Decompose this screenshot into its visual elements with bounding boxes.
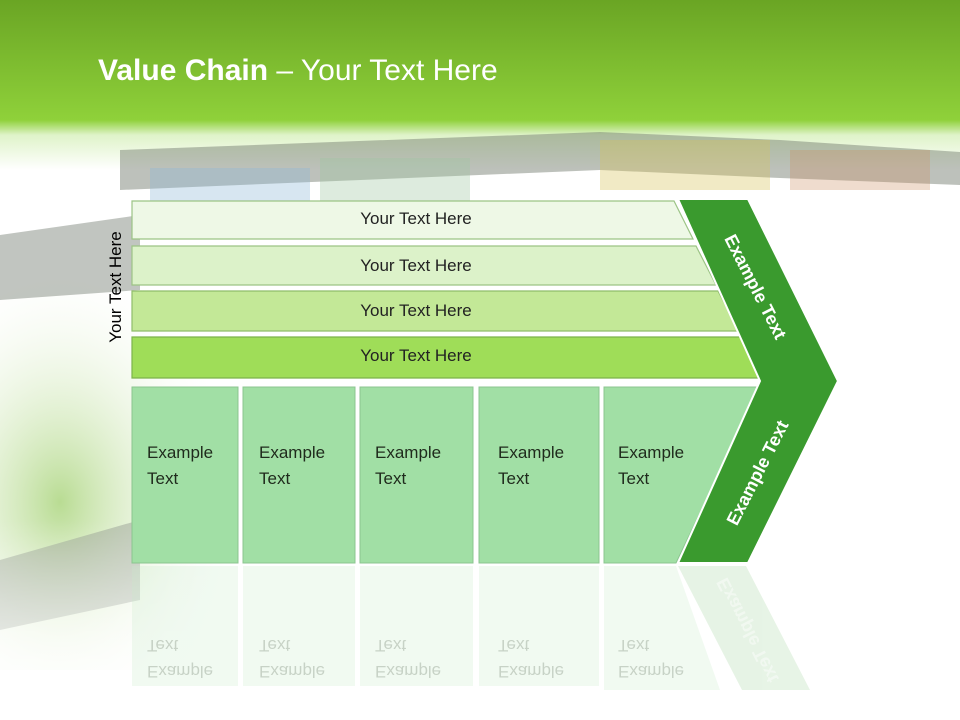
- bar-label-2: Your Text Here: [360, 256, 472, 275]
- box-reflection-2: Example Text: [259, 632, 325, 684]
- box-label-3-line1: Example: [375, 443, 442, 462]
- box-shape-3: [359, 386, 474, 564]
- box-reflection-3: Example Text: [375, 632, 441, 684]
- box-reflection-1-line2: Text: [147, 636, 179, 655]
- box-shape-5: [603, 386, 761, 564]
- box-reflection-4-line1: Example: [498, 662, 565, 681]
- title-rest: – Your Text Here: [268, 54, 498, 87]
- box-label-4-line2: Text: [498, 469, 530, 488]
- box-shape-2: [242, 386, 356, 564]
- box-label-1-line1: Example: [147, 443, 214, 462]
- bar-label-3: Your Text Here: [360, 301, 472, 320]
- box-reflection-5-line1: Example: [618, 662, 685, 681]
- box-label-3-line2: Text: [375, 469, 407, 488]
- box-label-2-line1: Example: [259, 443, 326, 462]
- box-shape-1: [131, 386, 239, 564]
- box-reflection-5: Example Text: [618, 632, 684, 684]
- box-label-4-line1: Example: [498, 443, 565, 462]
- title-bold: Value Chain: [98, 54, 269, 87]
- bar-shape-1: [131, 200, 694, 240]
- box-shape-4: [478, 386, 600, 564]
- box-label-5-line2: Text: [618, 469, 650, 488]
- box-label-2-line2: Text: [259, 469, 291, 488]
- box-label-5-line1: Example: [618, 443, 685, 462]
- box-reflection-1-line1: Example: [147, 662, 214, 681]
- chevron-arrow: [676, 198, 840, 564]
- box-reflection-4: Example Text: [498, 632, 564, 684]
- side-label-text: Your Text Here: [106, 231, 125, 343]
- box-reflection-3-line2: Text: [375, 636, 407, 655]
- slide-title: Value Chain – Your Text Here: [98, 54, 498, 88]
- box-reflection-2-line1: Example: [259, 662, 326, 681]
- box-reflection-5-line2: Text: [618, 636, 650, 655]
- box-reflection-2-line2: Text: [259, 636, 291, 655]
- bar-label-4: Your Text Here: [360, 346, 472, 365]
- box-reflection-4-line2: Text: [498, 636, 530, 655]
- bar-label-1: Your Text Here: [360, 209, 472, 228]
- box-reflection-1: Example Text: [147, 632, 213, 684]
- box-reflection-3-line1: Example: [375, 662, 442, 681]
- box-label-1-line2: Text: [147, 469, 179, 488]
